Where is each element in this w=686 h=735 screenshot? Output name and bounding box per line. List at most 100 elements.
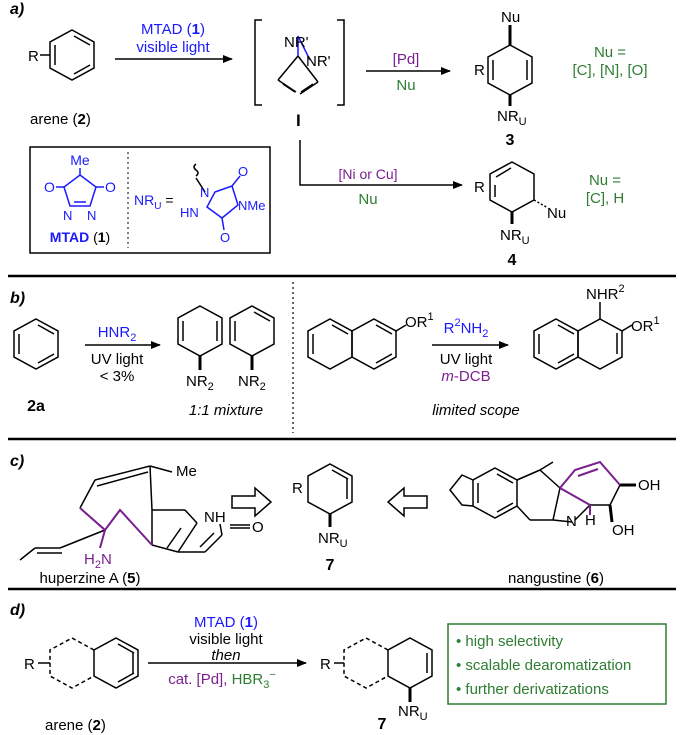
- huperzine-name-label: huperzine A (5): [40, 570, 141, 587]
- arene-2-structure: [40, 29, 95, 81]
- reagent-ni-cu: [Ni or Cu]: [338, 166, 397, 182]
- product-nr2-2: NR2: [238, 373, 266, 393]
- mtad-n-left: N: [63, 208, 72, 223]
- product-7-number: 7: [378, 716, 387, 733]
- product-7-nru: NRU: [398, 703, 428, 723]
- reagent-pd: [Pd]: [393, 51, 420, 68]
- reagent-nu-ni: Nu: [358, 191, 377, 208]
- mtad-legend-box: [29, 146, 271, 254]
- reagent-r2nh2: R2NH2: [444, 317, 489, 340]
- bicycle-nr-top: NR': [284, 34, 309, 51]
- scope-note: limited scope: [432, 402, 520, 419]
- huperzine-a-structure: [19, 465, 250, 561]
- huperzine-me: Me: [176, 463, 197, 480]
- nu-definition-3-line1: Nu =: [594, 44, 626, 61]
- nru-definition-lhs: NRU =: [134, 192, 174, 212]
- intermediate-i-label: I: [296, 111, 301, 130]
- product-7-structure: [334, 637, 433, 702]
- panel-label-a: a): [10, 1, 24, 18]
- condition-visible-light: visible light: [136, 39, 210, 56]
- arene-2-general-structure: [38, 637, 139, 689]
- core-7-r: R: [292, 480, 303, 497]
- product-3-r: R: [474, 62, 485, 79]
- panel-label-c: c): [10, 453, 24, 470]
- nangustine-n: N: [566, 513, 577, 530]
- product-4-nru: NRU: [500, 227, 530, 247]
- mtad-o-right: O: [105, 179, 116, 195]
- urazole-o-top: O: [238, 164, 248, 179]
- compound-2a-label: 2a: [27, 398, 45, 415]
- features-box: [447, 623, 667, 705]
- condition-pd-hbr3: cat. [Pd], HBR3−: [168, 669, 276, 691]
- feature-item: • high selectivity: [456, 633, 563, 650]
- urazole-nme: NMe: [238, 198, 265, 213]
- product-4-r: R: [474, 179, 485, 196]
- retrosynthesis-arrow-left: [231, 486, 273, 518]
- mtad-o-left: O: [44, 179, 55, 195]
- benzene-2a-structure: [13, 318, 59, 370]
- panel-label-d: d): [10, 602, 25, 619]
- condition-yield: < 3%: [100, 368, 135, 385]
- naphthol-ether-structure: [307, 318, 407, 370]
- urazole-o-bottom: O: [220, 230, 230, 245]
- reagent-hnr2: HNR2: [98, 324, 137, 344]
- condition-uv-light: UV light: [91, 351, 144, 368]
- amination-product-2-structure: [229, 305, 275, 370]
- condition-uv-light-2: UV light: [440, 351, 493, 368]
- arene-2-label: arene (2): [30, 111, 91, 128]
- product-4-structure: [489, 161, 549, 224]
- dihydronaphthalene-product-structure: [533, 302, 633, 370]
- product-3-nu: Nu: [501, 9, 520, 26]
- condition-visible-light-d: visible light: [189, 631, 263, 648]
- condition-mdcb: m-DCB: [441, 368, 490, 385]
- reagent-mtad: MTAD (1): [141, 21, 205, 38]
- nangustine-h: H: [585, 512, 596, 529]
- reagent-mtad-d: MTAD (1): [194, 614, 258, 631]
- reaction-arrow-ni: [299, 140, 463, 189]
- mtad-structure: [56, 168, 104, 207]
- mtad-n-right: N: [87, 208, 96, 223]
- dearomatized-core-7-structure: [307, 463, 353, 527]
- product-or1: OR1: [631, 315, 660, 335]
- bicycle-nr-bottom: NR': [306, 53, 331, 70]
- product-3-number: 3: [506, 132, 515, 149]
- mtad-name-label: MTAD (1): [50, 229, 110, 245]
- urazole-n: N: [200, 185, 209, 200]
- mtad-me: Me: [70, 152, 90, 168]
- nangustine-oh-top: OH: [638, 477, 661, 494]
- nu-definition-4-line1: Nu =: [589, 172, 621, 189]
- product-3-structure: [487, 25, 533, 106]
- nu-definition-4-line2: [C], H: [586, 190, 624, 207]
- huperzine-nh: NH: [204, 509, 226, 526]
- retrosynthesis-arrow-right: [386, 486, 428, 518]
- bicyclic-intermediate-structure: [277, 35, 319, 95]
- nangustine-name-label: nangustine (6): [508, 570, 604, 587]
- product-4-nu: Nu: [547, 205, 566, 222]
- nangustine-oh-bottom: OH: [612, 522, 635, 539]
- huperzine-h2n: H2N: [84, 551, 112, 571]
- naphthol-or1: OR1: [405, 311, 434, 331]
- arene-2-label: arene (2): [45, 717, 106, 734]
- panel-label-b: b): [10, 290, 25, 307]
- reagent-nu-pd: Nu: [396, 77, 415, 94]
- huperzine-o: O: [252, 519, 264, 536]
- core-7-number: 7: [326, 557, 335, 574]
- substituent-r: R: [28, 48, 39, 65]
- bracket-right: [337, 19, 345, 106]
- feature-item: • scalable dearomatization: [456, 657, 631, 674]
- product-3-nru: NRU: [497, 108, 527, 128]
- core-7-nru: NRU: [318, 530, 348, 550]
- nu-definition-3-line2: [C], [N], [O]: [572, 62, 647, 79]
- mixture-note: 1:1 mixture: [189, 402, 263, 419]
- condition-then: then: [211, 647, 240, 664]
- urazole-hn: HN: [180, 205, 199, 220]
- product-nr2-1: NR2: [186, 373, 214, 393]
- feature-item: • further derivatizations: [456, 681, 609, 698]
- urazole-structure: [193, 163, 241, 231]
- nangustine-structure: [449, 460, 636, 523]
- product-nhr2: NHR2: [586, 283, 625, 303]
- product-7-r: R: [320, 656, 331, 673]
- arene-general-r: R: [24, 656, 35, 673]
- bracket-left: [254, 19, 262, 106]
